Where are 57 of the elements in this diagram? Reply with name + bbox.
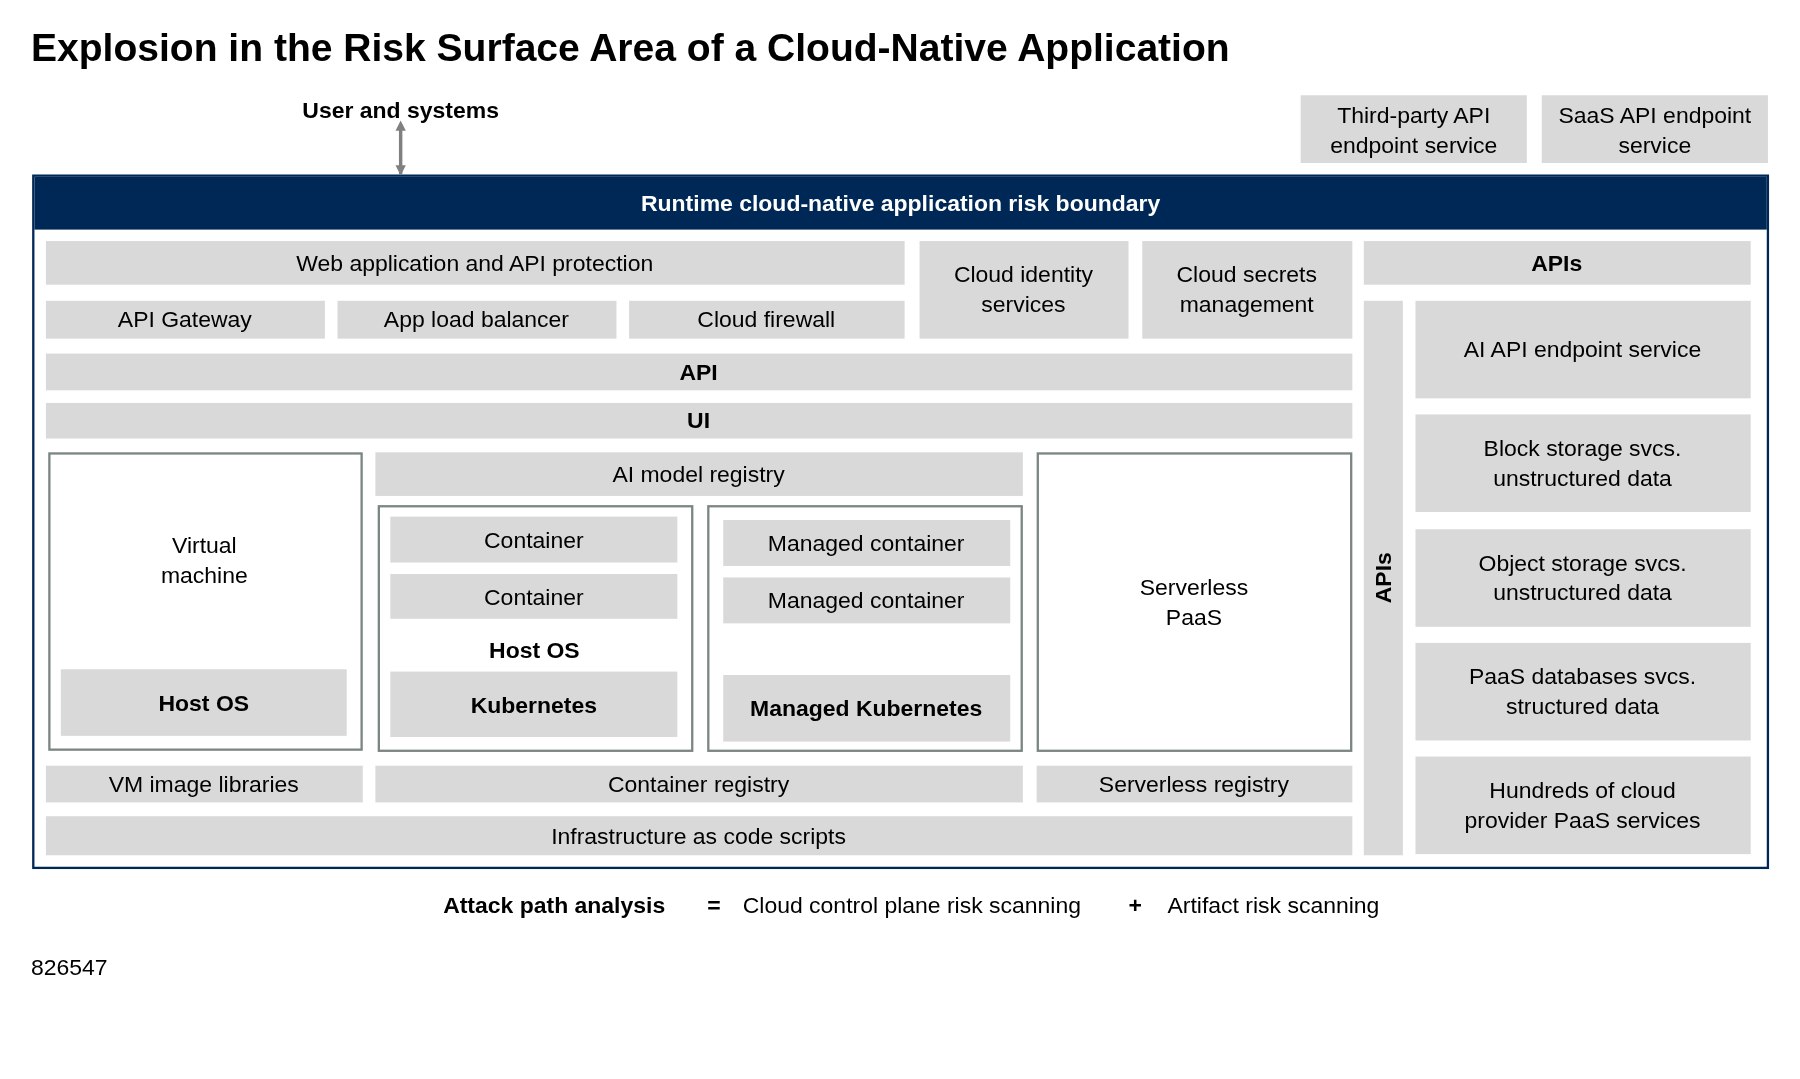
boundary-box	[32, 174, 1770, 870]
box-label: Object storage svcs. unstructured data	[1477, 548, 1688, 607]
box-label: PaaS databases svcs. structured data	[1467, 662, 1698, 721]
note-text: 826547	[31, 954, 108, 981]
component-box: Host OS	[60, 669, 347, 736]
component-box: AI model registry	[374, 451, 1023, 496]
component-box	[1141, 240, 1352, 339]
vertical-bar	[1363, 300, 1403, 855]
box-label: SaaS API endpoint service	[1557, 100, 1753, 159]
container-box	[1036, 451, 1352, 752]
header-bar: Runtime cloud-native application risk boundary	[34, 176, 1767, 230]
component-box	[1300, 95, 1527, 163]
component-box	[1414, 755, 1751, 854]
component-box: API	[45, 353, 1352, 390]
component-box	[1414, 528, 1751, 627]
component-box	[1414, 413, 1751, 512]
component-box: UI	[45, 402, 1352, 438]
component-box	[1414, 642, 1751, 740]
note-text: Artifact risk scanning	[1167, 892, 1380, 919]
bar-label: APIs	[1369, 551, 1397, 603]
box-label: Hundreds of cloud provider PaaS services	[1463, 776, 1702, 835]
double-arrow	[395, 120, 406, 176]
box-label: Host OS	[488, 635, 581, 664]
note-text: Cloud control plane risk scanning	[742, 892, 1081, 919]
note-text: Attack path analysis	[443, 892, 666, 919]
component-box: VM image libraries	[45, 765, 363, 802]
operator-symbol: =	[707, 892, 721, 919]
component-box	[1541, 95, 1768, 163]
component-box: Container registry	[374, 765, 1023, 802]
container-box	[706, 504, 1023, 752]
component-box: Container	[390, 574, 678, 619]
component-box: Kubernetes	[390, 671, 678, 737]
actor-label: User and systems	[292, 96, 509, 124]
box-label: Cloud identity services	[952, 260, 1094, 319]
operator-symbol: +	[1128, 892, 1142, 919]
box-label: Virtual machine	[159, 531, 249, 590]
component-box	[918, 240, 1128, 339]
container-box	[377, 504, 693, 752]
component-box: API Gateway	[45, 300, 325, 339]
component-box: Web application and API protection	[45, 240, 905, 285]
component-box: App load balancer	[336, 300, 616, 339]
component-box: Infrastructure as code scripts	[45, 815, 1352, 855]
component-box: Managed Kubernetes	[722, 674, 1010, 742]
container-box	[47, 451, 363, 751]
component-box: Managed container	[722, 519, 1010, 566]
component-box: APIs	[1363, 240, 1751, 285]
component-box: Serverless registry	[1036, 765, 1352, 802]
title: Explosion in the Risk Surface Area of a Cloud-Native Application	[31, 25, 1230, 71]
component-box: Container	[390, 516, 678, 563]
box-label: Serverless PaaS	[1138, 573, 1250, 632]
box-label: AI API endpoint service	[1462, 335, 1703, 364]
box-label: Third-party API endpoint service	[1329, 100, 1499, 159]
component-box: Managed container	[722, 576, 1010, 623]
component-box: Cloud firewall	[628, 300, 905, 339]
box-label: Block storage svcs. unstructured data	[1482, 434, 1683, 493]
component-box	[1414, 300, 1751, 398]
box-label: Cloud secrets management	[1175, 260, 1318, 319]
